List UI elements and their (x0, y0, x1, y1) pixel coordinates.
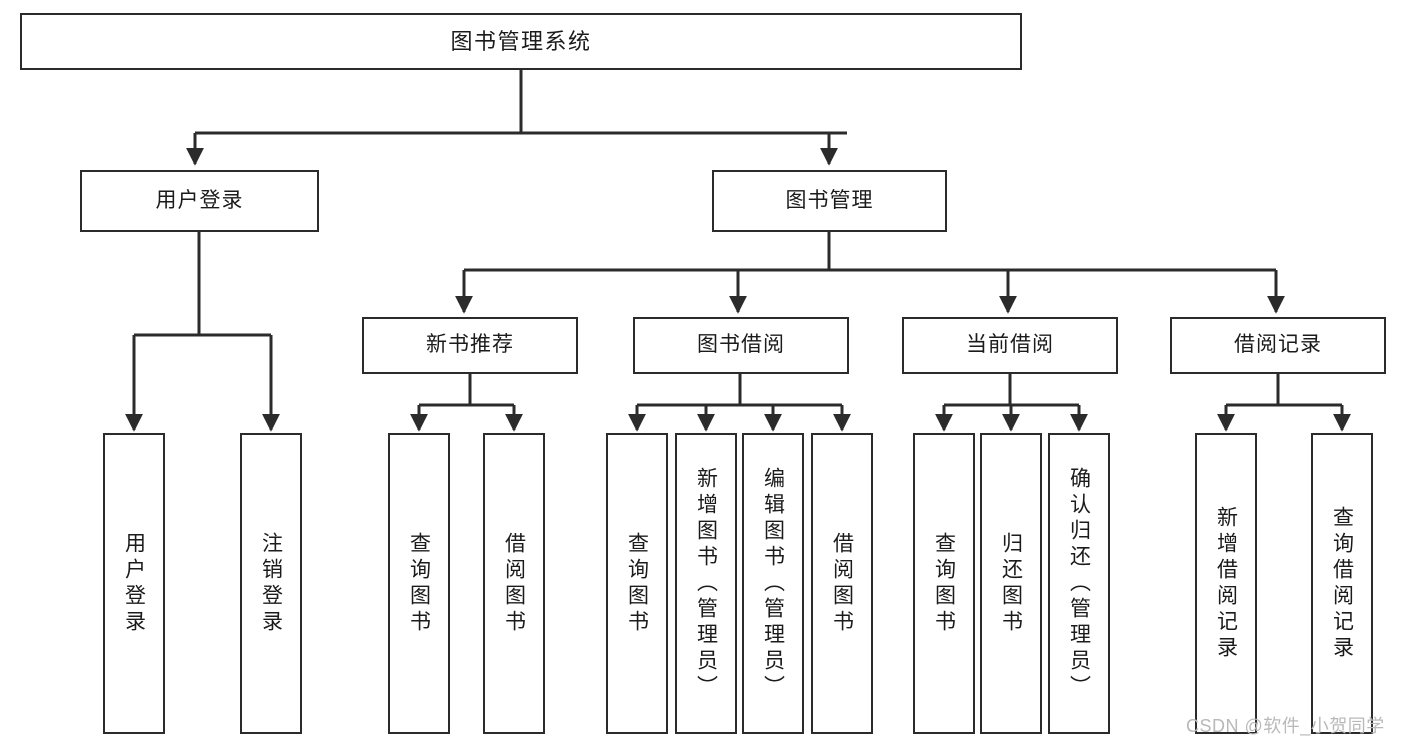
node-label: 新书推荐 (426, 333, 514, 357)
node-label: 新增图书（管理员） (694, 466, 718, 701)
leaf-query-book-current[interactable]: 查询图书 (913, 433, 975, 734)
node-label: 用户登录 (122, 531, 146, 636)
leaf-borrow-book-new[interactable]: 借阅图书 (483, 433, 545, 734)
leaf-return-book[interactable]: 归还图书 (980, 433, 1042, 734)
node-label: 借阅记录 (1234, 333, 1322, 357)
node-label: 图书管理 (785, 188, 874, 212)
node-label: 用户登录 (155, 188, 244, 212)
node-label: 查询图书 (407, 531, 431, 636)
leaf-borrow-book[interactable]: 借阅图书 (811, 433, 873, 734)
node-label: 注销登录 (259, 531, 283, 636)
leaf-logout[interactable]: 注销登录 (240, 433, 302, 734)
leaf-query-borrow-record[interactable]: 查询借阅记录 (1311, 433, 1373, 734)
node-label: 借阅图书 (502, 531, 526, 636)
node-book-borrow[interactable]: 图书借阅 (633, 317, 849, 374)
leaf-add-borrow-record[interactable]: 新增借阅记录 (1195, 433, 1257, 734)
node-user-login[interactable]: 用户登录 (80, 170, 319, 232)
node-label: 借阅图书 (830, 531, 854, 636)
node-label: 当前借阅 (966, 333, 1054, 357)
node-label: 图书管理系统 (450, 28, 592, 54)
leaf-user-login[interactable]: 用户登录 (103, 433, 165, 734)
leaf-query-book-new[interactable]: 查询图书 (388, 433, 450, 734)
leaf-add-book-admin[interactable]: 新增图书（管理员） (675, 433, 737, 734)
node-label: 图书借阅 (697, 333, 785, 357)
leaf-query-book-borrow[interactable]: 查询图书 (606, 433, 668, 734)
node-label: 编辑图书（管理员） (761, 466, 785, 701)
node-label: 归还图书 (999, 531, 1023, 636)
csdn-watermark: CSDN @软件_小贺同学 (1186, 716, 1385, 736)
node-label: 新增借阅记录 (1214, 505, 1238, 662)
node-label: 查询图书 (625, 531, 649, 636)
node-book-management[interactable]: 图书管理 (712, 170, 947, 232)
node-new-book-recommend[interactable]: 新书推荐 (362, 317, 578, 374)
leaf-confirm-return-admin[interactable]: 确认归还（管理员） (1048, 433, 1110, 734)
node-borrow-records[interactable]: 借阅记录 (1170, 317, 1386, 374)
node-root-system[interactable]: 图书管理系统 (20, 13, 1022, 70)
node-label: 确认归还（管理员） (1067, 466, 1091, 701)
node-current-borrow[interactable]: 当前借阅 (902, 317, 1118, 374)
node-label: 查询借阅记录 (1330, 505, 1354, 662)
node-label: 查询图书 (932, 531, 956, 636)
leaf-edit-book-admin[interactable]: 编辑图书（管理员） (742, 433, 804, 734)
